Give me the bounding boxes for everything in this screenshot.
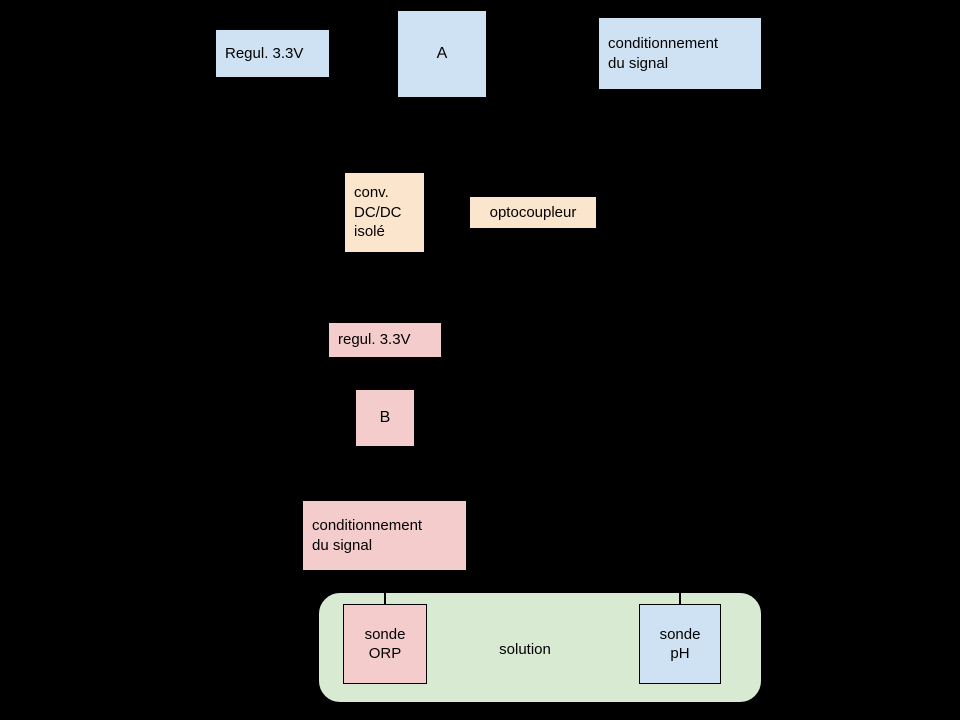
regul-3v3-top-box: Regul. 3.3V (215, 29, 330, 78)
isolated-dcdc-converter-box: conv. DC/DC isolé (344, 172, 425, 253)
orp-probe-box: sonde ORP (343, 604, 427, 684)
ph-probe-connector-line (679, 592, 681, 605)
optocoupler-box: optocoupleur (469, 196, 597, 229)
module-a-box: A (397, 10, 487, 98)
solution-label: solution (499, 641, 551, 658)
orp-probe-connector-line (384, 592, 386, 605)
module-b-box: B (355, 389, 415, 447)
regul-3v3-bottom-box: regul. 3.3V (328, 322, 442, 358)
ph-probe-box: sonde pH (639, 604, 721, 684)
signal-conditioning-top-box: conditionnement du signal (598, 17, 762, 90)
signal-conditioning-bottom-box: conditionnement du signal (302, 500, 467, 571)
